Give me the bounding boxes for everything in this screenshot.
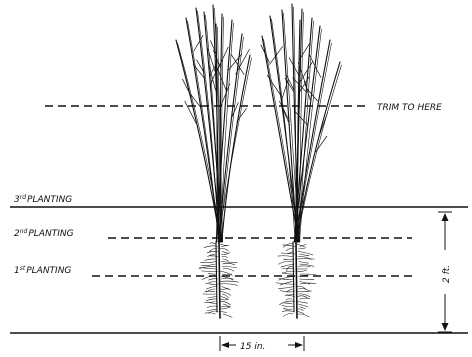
fibrous-root — [202, 276, 217, 279]
fibrous-root — [297, 270, 306, 271]
taproot — [219, 242, 220, 318]
side-twig — [320, 113, 328, 135]
fibrous-root — [220, 284, 237, 286]
fibrous-root — [201, 264, 215, 266]
fibrous-root — [220, 248, 228, 250]
fibrous-root — [299, 314, 310, 317]
spacing-dimension: 15 in. — [220, 336, 304, 352]
fibrous-root — [220, 299, 227, 300]
fibrous-root — [279, 287, 295, 289]
fibrous-root — [298, 252, 313, 255]
fibrous-root — [209, 303, 217, 304]
fibrous-root — [223, 314, 232, 317]
side-twig — [309, 55, 321, 78]
fibrous-root — [206, 299, 216, 301]
spacing-label: 15 in. — [240, 342, 265, 352]
fibrous-root — [278, 261, 292, 264]
side-twig — [296, 112, 308, 125]
first-planting-label: 1stPLANTING — [14, 265, 71, 276]
second-planting-word: PLANTING — [28, 229, 73, 239]
fibrous-root — [299, 289, 310, 292]
fibrous-root — [221, 253, 230, 255]
fibrous-root — [282, 311, 293, 312]
fibrous-root — [299, 262, 308, 264]
depth-dimension: 2 ft. — [438, 212, 452, 332]
fibrous-root — [283, 314, 292, 317]
fibrous-root — [285, 303, 292, 304]
fibrous-root — [300, 307, 306, 309]
first-planting-word: PLANTING — [26, 266, 71, 276]
fibrous-root — [282, 305, 293, 306]
fibrous-root — [298, 312, 304, 314]
fibrous-root — [222, 263, 234, 265]
taproot — [296, 242, 297, 318]
fibrous-root — [221, 312, 227, 313]
trim-label: TRIM TO HERE — [377, 103, 442, 113]
fibrous-root — [209, 273, 217, 274]
fibrous-root — [222, 256, 228, 257]
second-planting-label: 2ndPLANTING — [14, 228, 74, 239]
fibrous-root — [297, 291, 311, 292]
fibrous-root — [222, 266, 236, 267]
fibrous-root — [283, 308, 292, 309]
fibrous-root — [220, 244, 227, 245]
fibrous-root — [207, 309, 217, 311]
right-plant — [261, 4, 342, 318]
fibrous-root — [299, 254, 309, 256]
fibrous-root — [221, 297, 228, 300]
fibrous-root — [201, 262, 216, 263]
fibrous-root — [298, 266, 310, 267]
fibrous-root — [207, 306, 218, 307]
fibrous-root — [206, 286, 217, 289]
left-plant — [176, 5, 252, 318]
depth-label: 2 ft. — [442, 265, 452, 283]
fibrous-root — [208, 297, 217, 299]
third-planting-label: 3rdPLANTING — [14, 194, 72, 205]
fibrous-root — [221, 262, 237, 263]
fibrous-root — [281, 264, 294, 267]
fibrous-root — [300, 274, 316, 275]
fibrous-root — [209, 282, 216, 283]
fibrous-root — [220, 281, 238, 282]
cane-stem — [296, 62, 340, 242]
fibrous-root — [223, 259, 229, 261]
fibrous-root — [298, 248, 306, 249]
fibrous-root — [223, 269, 234, 272]
fibrous-root — [300, 298, 310, 299]
fibrous-root — [201, 271, 217, 272]
third-planting-word: PLANTING — [27, 195, 72, 205]
fibrous-root — [283, 259, 294, 260]
fibrous-root — [298, 309, 303, 311]
fibrous-root — [286, 249, 293, 251]
third-planting-sup: rd — [20, 194, 26, 201]
fibrous-root — [282, 273, 293, 274]
fibrous-root — [220, 307, 230, 309]
second-planting-sup: nd — [20, 228, 28, 235]
fibrous-root — [200, 268, 216, 269]
fibrous-root — [205, 313, 215, 314]
fibrous-root — [282, 268, 294, 269]
fibrous-root — [222, 252, 227, 253]
fibrous-root — [285, 295, 295, 296]
fibrous-root — [278, 256, 292, 257]
fibrous-root — [220, 292, 230, 296]
first-planting-sup: st — [20, 265, 26, 272]
fibrous-root — [280, 282, 293, 286]
fibrous-root — [297, 302, 307, 304]
fibrous-root — [205, 259, 215, 260]
fibrous-root — [287, 294, 295, 295]
fibrous-root — [210, 243, 216, 244]
